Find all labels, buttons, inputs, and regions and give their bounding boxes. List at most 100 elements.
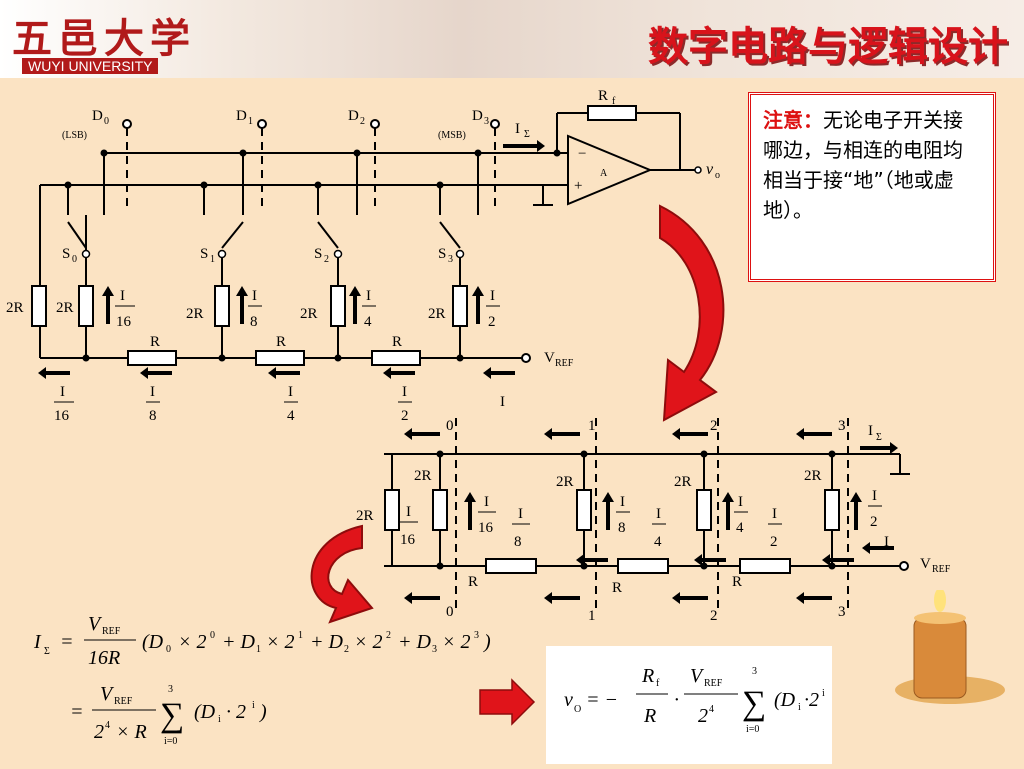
svg-text:4: 4 [709, 704, 714, 715]
svg-text:V: V [544, 350, 555, 366]
svg-text:4: 4 [287, 408, 295, 424]
svg-text:· 2: · 2 [226, 701, 246, 723]
curved-arrow-icon [310, 204, 725, 624]
svg-text:I: I [60, 384, 65, 400]
svg-text:Σ: Σ [524, 129, 530, 140]
svg-text:i: i [218, 714, 221, 725]
header-bar: 五邑大学 WUYI UNIVERSITY 数字电路与逻辑设计 [0, 0, 1024, 78]
svg-text:2R: 2R [56, 300, 74, 316]
svg-text:R: R [392, 334, 402, 350]
svg-text:2: 2 [386, 630, 391, 641]
svg-text:2R: 2R [414, 468, 432, 484]
feedback-resistor [587, 105, 637, 121]
svg-text:o: o [715, 170, 720, 181]
svg-text:): ) [483, 631, 491, 653]
svg-text:·2: ·2 [804, 689, 819, 711]
svg-text:(D: (D [774, 689, 796, 711]
svg-text:2: 2 [488, 314, 496, 330]
svg-text:R: R [468, 574, 478, 590]
svg-text:): ) [259, 701, 267, 723]
svg-text:i: i [252, 700, 255, 711]
svg-text:2R: 2R [6, 300, 24, 316]
svg-text:REF: REF [102, 626, 121, 637]
svg-text:−: − [578, 146, 586, 162]
svg-text:1: 1 [210, 254, 215, 265]
branch-currents-top: I 16 I 8 I 4 I 2 [102, 286, 500, 330]
svg-text:I: I [656, 506, 661, 522]
svg-text:I: I [738, 494, 743, 510]
svg-text:3: 3 [168, 684, 173, 695]
svg-text:R: R [598, 88, 608, 104]
svg-text:=: = [70, 701, 84, 723]
svg-text:× R: × R [116, 721, 147, 743]
candle-icon [895, 590, 1005, 704]
svg-text:O: O [574, 704, 581, 715]
svg-text:2R: 2R [356, 508, 374, 524]
svg-text:2R: 2R [428, 306, 446, 322]
svg-text:2: 2 [710, 608, 718, 624]
svg-text:I: I [252, 288, 257, 304]
svg-text:1: 1 [256, 644, 261, 655]
svg-text:I: I [150, 384, 155, 400]
svg-text:1: 1 [588, 418, 596, 434]
op-amp: − + A [567, 134, 653, 206]
svg-text:=: = [60, 631, 74, 653]
svg-text:I: I [366, 288, 371, 304]
svg-text:S: S [62, 246, 70, 262]
svg-text:REF: REF [932, 564, 951, 575]
svg-text:I: I [288, 384, 293, 400]
svg-text:2: 2 [344, 644, 349, 655]
svg-text:Σ: Σ [44, 646, 50, 657]
svg-text:4: 4 [654, 534, 662, 550]
svg-text:0: 0 [446, 418, 454, 434]
svg-text:D: D [92, 108, 103, 124]
svg-text:2R: 2R [804, 468, 822, 484]
svg-text:1: 1 [588, 608, 596, 624]
svg-text:4: 4 [105, 720, 110, 731]
svg-text:16: 16 [478, 520, 494, 536]
svg-text:I: I [402, 384, 407, 400]
svg-text:= −: = − [586, 689, 618, 711]
svg-text:I: I [406, 504, 411, 520]
svg-text:2: 2 [94, 721, 104, 743]
svg-text:·: · [674, 689, 679, 711]
svg-text:I: I [518, 506, 523, 522]
svg-text:3: 3 [432, 644, 437, 655]
svg-text:2: 2 [770, 534, 778, 550]
svg-text:f: f [656, 678, 660, 689]
svg-text:0: 0 [72, 254, 77, 265]
svg-text:× 2: × 2 [178, 631, 207, 653]
svg-text:R: R [732, 574, 742, 590]
svg-text:V: V [920, 556, 931, 572]
svg-text:∑: ∑ [742, 685, 766, 722]
svg-text:I: I [884, 534, 889, 550]
svg-text:3: 3 [838, 418, 846, 434]
svg-text:I: I [500, 394, 505, 410]
svg-text:I: I [120, 288, 125, 304]
svg-text:i=0: i=0 [746, 724, 759, 735]
svg-text:S: S [314, 246, 322, 262]
svg-text:8: 8 [618, 520, 626, 536]
svg-text:2: 2 [870, 514, 878, 530]
svg-text:I: I [868, 423, 873, 439]
svg-text:+ D: + D [310, 631, 343, 653]
svg-text:2R: 2R [556, 474, 574, 490]
note-box: 注意：无论电子开关接哪边，与相连的电阻均相当于接“地”（地或虚地）。 [748, 92, 996, 282]
svg-text:D: D [236, 108, 247, 124]
svg-text:R: R [276, 334, 286, 350]
svg-text:(MSB): (MSB) [438, 130, 466, 141]
svg-text:8: 8 [514, 534, 522, 550]
svg-text:+: + [574, 178, 582, 194]
university-logo-en: WUYI UNIVERSITY [22, 58, 159, 74]
svg-text:16R: 16R [88, 647, 120, 669]
svg-text:REF: REF [114, 696, 133, 707]
svg-text:0: 0 [210, 630, 215, 641]
svg-text:0: 0 [104, 116, 109, 127]
svg-text:3: 3 [484, 116, 489, 127]
svg-text:1: 1 [248, 116, 253, 127]
svg-text:+ D: + D [222, 631, 255, 653]
note-lead: 注意： [763, 108, 823, 132]
svg-text:(LSB): (LSB) [62, 130, 87, 141]
svg-text:× 2: × 2 [354, 631, 383, 653]
